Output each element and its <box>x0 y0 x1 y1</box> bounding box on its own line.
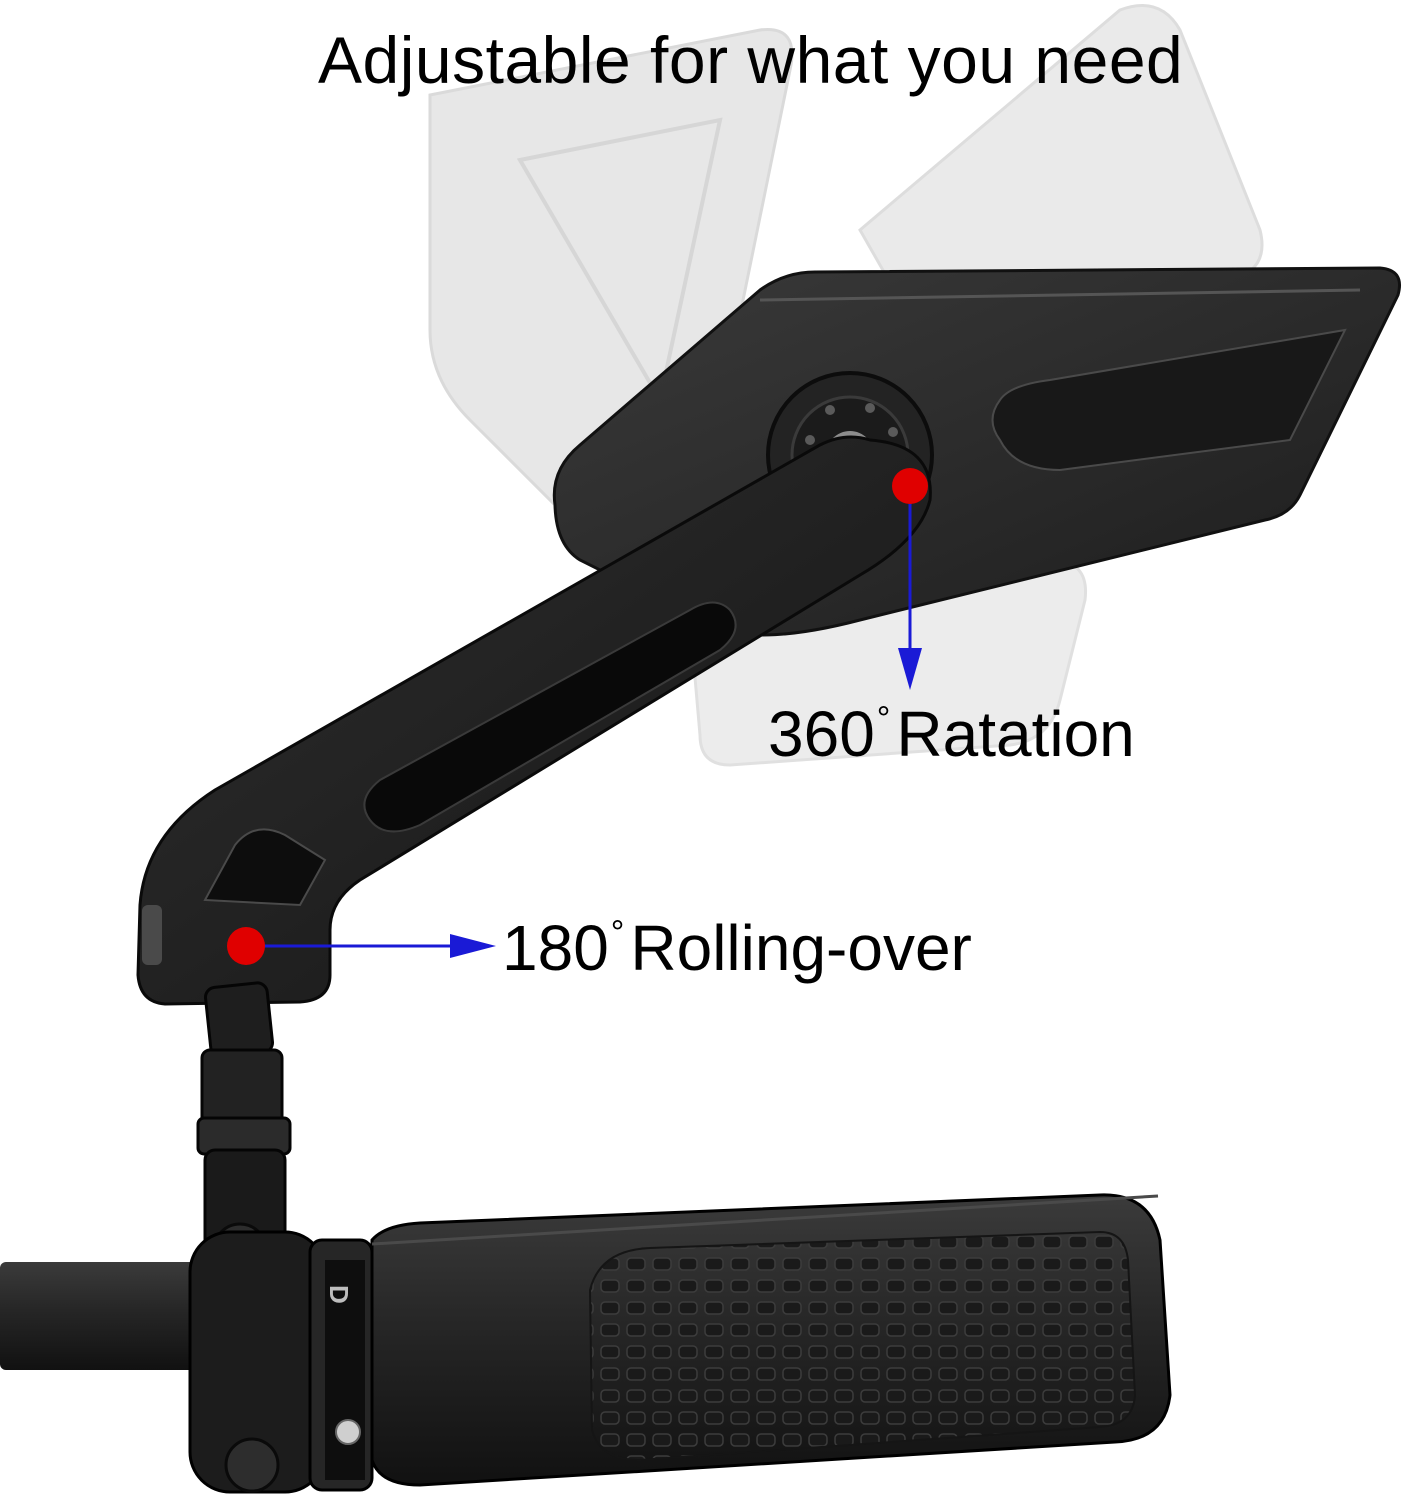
rotation-arrow-head <box>898 648 922 690</box>
rolling-arrow-head <box>450 934 496 958</box>
arm-hole <box>203 828 327 907</box>
mirror-arm <box>136 435 932 1006</box>
ghost-mirror-groove <box>516 117 723 406</box>
headline-text: Adjustable for what you need <box>318 23 1184 97</box>
handlebar-grip: D <box>324 1193 1172 1487</box>
rotation-degree-mark: ° <box>876 700 891 738</box>
bar-clamp <box>188 1230 374 1494</box>
rolling-degree-mark: ° <box>610 914 625 952</box>
rotation-pivot-dot <box>892 468 928 504</box>
rotation-label: Ratation <box>896 698 1135 770</box>
mirror-groove <box>991 328 1347 472</box>
rolling-callout-label: 180°Rolling-over <box>502 912 972 995</box>
rolling-label: Rolling-over <box>630 912 972 984</box>
rotation-degree-value: 360 <box>768 698 875 770</box>
rotation-callout-label: 360°Ratation <box>768 698 1135 781</box>
rolling-degree-value: 180 <box>502 912 609 984</box>
rolling-pivot-dot <box>227 927 265 965</box>
rolling-callout-marker <box>227 927 496 965</box>
arm-slot <box>363 601 737 833</box>
rotation-callout-marker <box>892 468 928 690</box>
grip-brand-mark: D <box>324 1285 354 1304</box>
